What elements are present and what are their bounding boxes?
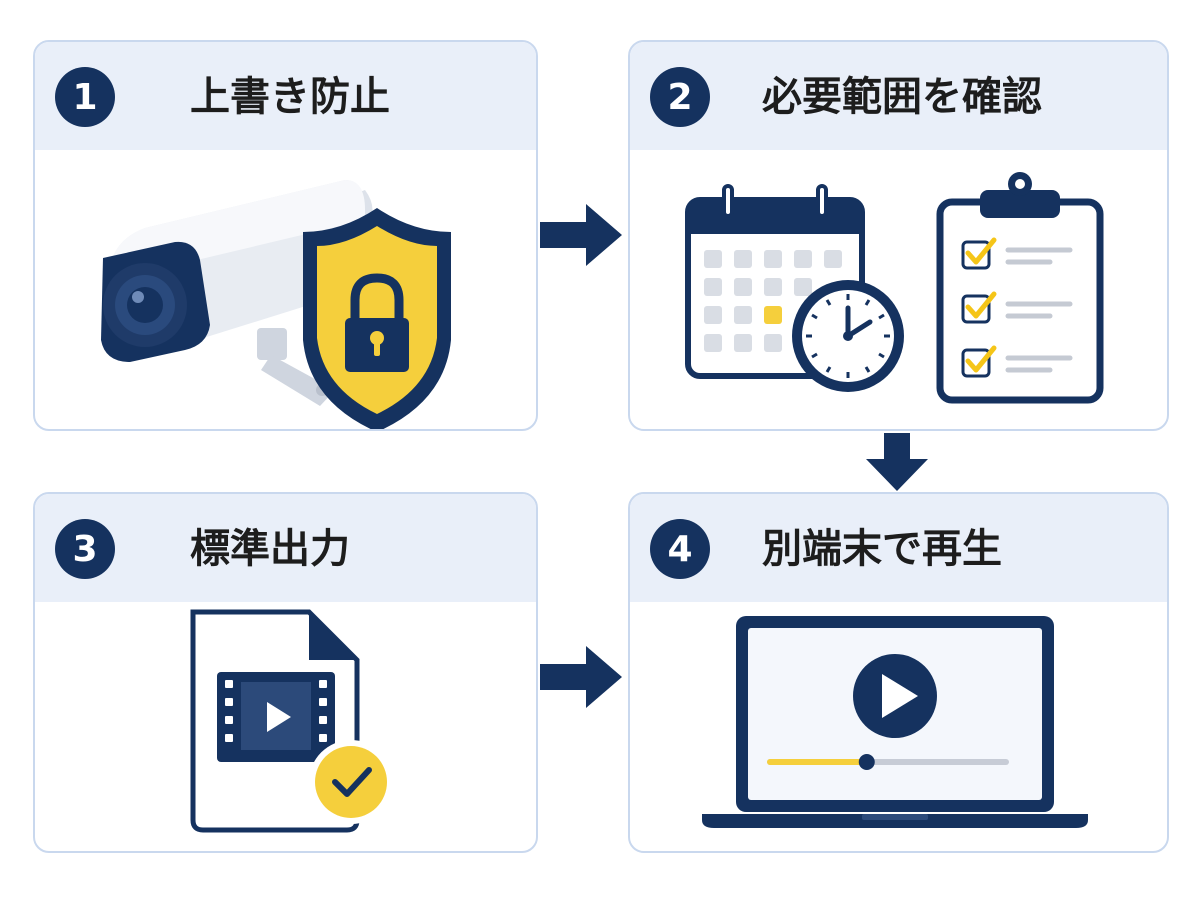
progress-bar	[767, 754, 1009, 770]
step-header: 1 上書き防止	[35, 42, 536, 150]
step-header: 4 別端末で再生	[630, 494, 1167, 602]
shield-lock-icon	[303, 208, 451, 429]
step-number-badge: 3	[55, 519, 115, 579]
play-button-icon	[853, 654, 937, 738]
step-header: 3 標準出力	[35, 494, 536, 602]
flow-arrow-right-icon	[540, 646, 622, 708]
step-illustration	[35, 150, 536, 429]
step-number-badge: 2	[650, 67, 710, 127]
step-card-1: 1 上書き防止	[33, 40, 538, 431]
clock-icon	[792, 280, 904, 392]
step-illustration	[35, 602, 536, 851]
step-illustration	[630, 602, 1167, 851]
step-number-badge: 4	[650, 519, 710, 579]
flow-arrow-right-icon	[540, 204, 622, 266]
step-card-2: 2 必要範囲を確認	[628, 40, 1169, 431]
step-header: 2 必要範囲を確認	[630, 42, 1167, 150]
step-number-badge: 1	[55, 67, 115, 127]
checklist-clipboard-icon	[936, 172, 1104, 404]
step-card-4: 4 別端末で再生	[628, 492, 1169, 853]
step-title: 必要範囲を確認	[762, 74, 1042, 120]
step-title: 別端末で再生	[762, 526, 1002, 572]
step-illustration	[630, 150, 1167, 429]
step-title: 標準出力	[190, 526, 350, 572]
step-card-3: 3 標準出力	[33, 492, 538, 853]
check-badge-icon	[309, 740, 393, 824]
step-title: 上書き防止	[190, 74, 390, 120]
flow-arrow-down-icon	[866, 433, 928, 491]
